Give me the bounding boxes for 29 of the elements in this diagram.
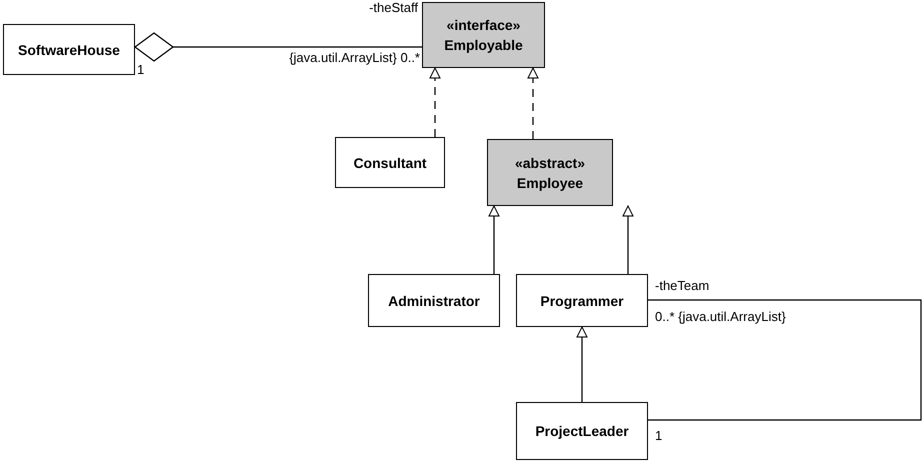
- generalization-arrow: [488, 206, 500, 274]
- generalization-arrow: [622, 206, 634, 274]
- class-name: Programmer: [540, 292, 624, 310]
- multiplicity-label: 0..* {java.util.ArrayList}: [655, 309, 786, 325]
- class-name: Consultant: [353, 154, 427, 172]
- class-name: Employee: [516, 174, 584, 192]
- class-box: [516, 402, 648, 460]
- realization-arrow: [430, 68, 440, 137]
- multiplicity-label: -theTeam: [655, 278, 710, 294]
- aggregation-line: [134, 32, 422, 62]
- multiplicity-label: -theStaff: [369, 0, 418, 16]
- class-box: [335, 137, 445, 188]
- class-name: Employable: [444, 36, 523, 55]
- class-name: Administrator: [388, 292, 480, 310]
- class-box: [3, 24, 135, 75]
- multiplicity-label: 1: [655, 428, 662, 444]
- class-box: [516, 274, 648, 327]
- multiplicity-label: {java.util.ArrayList} 0..*: [289, 50, 420, 66]
- stereotype: «interface»: [446, 16, 520, 35]
- generalization-arrow: [576, 326, 588, 402]
- stereotype: «abstract»: [514, 154, 586, 172]
- multiplicity-label: 1: [137, 62, 144, 78]
- class-box: [368, 274, 500, 327]
- realization-arrow: [528, 68, 538, 139]
- class-box: [487, 139, 613, 206]
- class-name: ProjectLeader: [535, 422, 629, 441]
- class-name: SoftwareHouse: [18, 40, 120, 60]
- association-line: [648, 299, 922, 421]
- class-box: [422, 2, 545, 68]
